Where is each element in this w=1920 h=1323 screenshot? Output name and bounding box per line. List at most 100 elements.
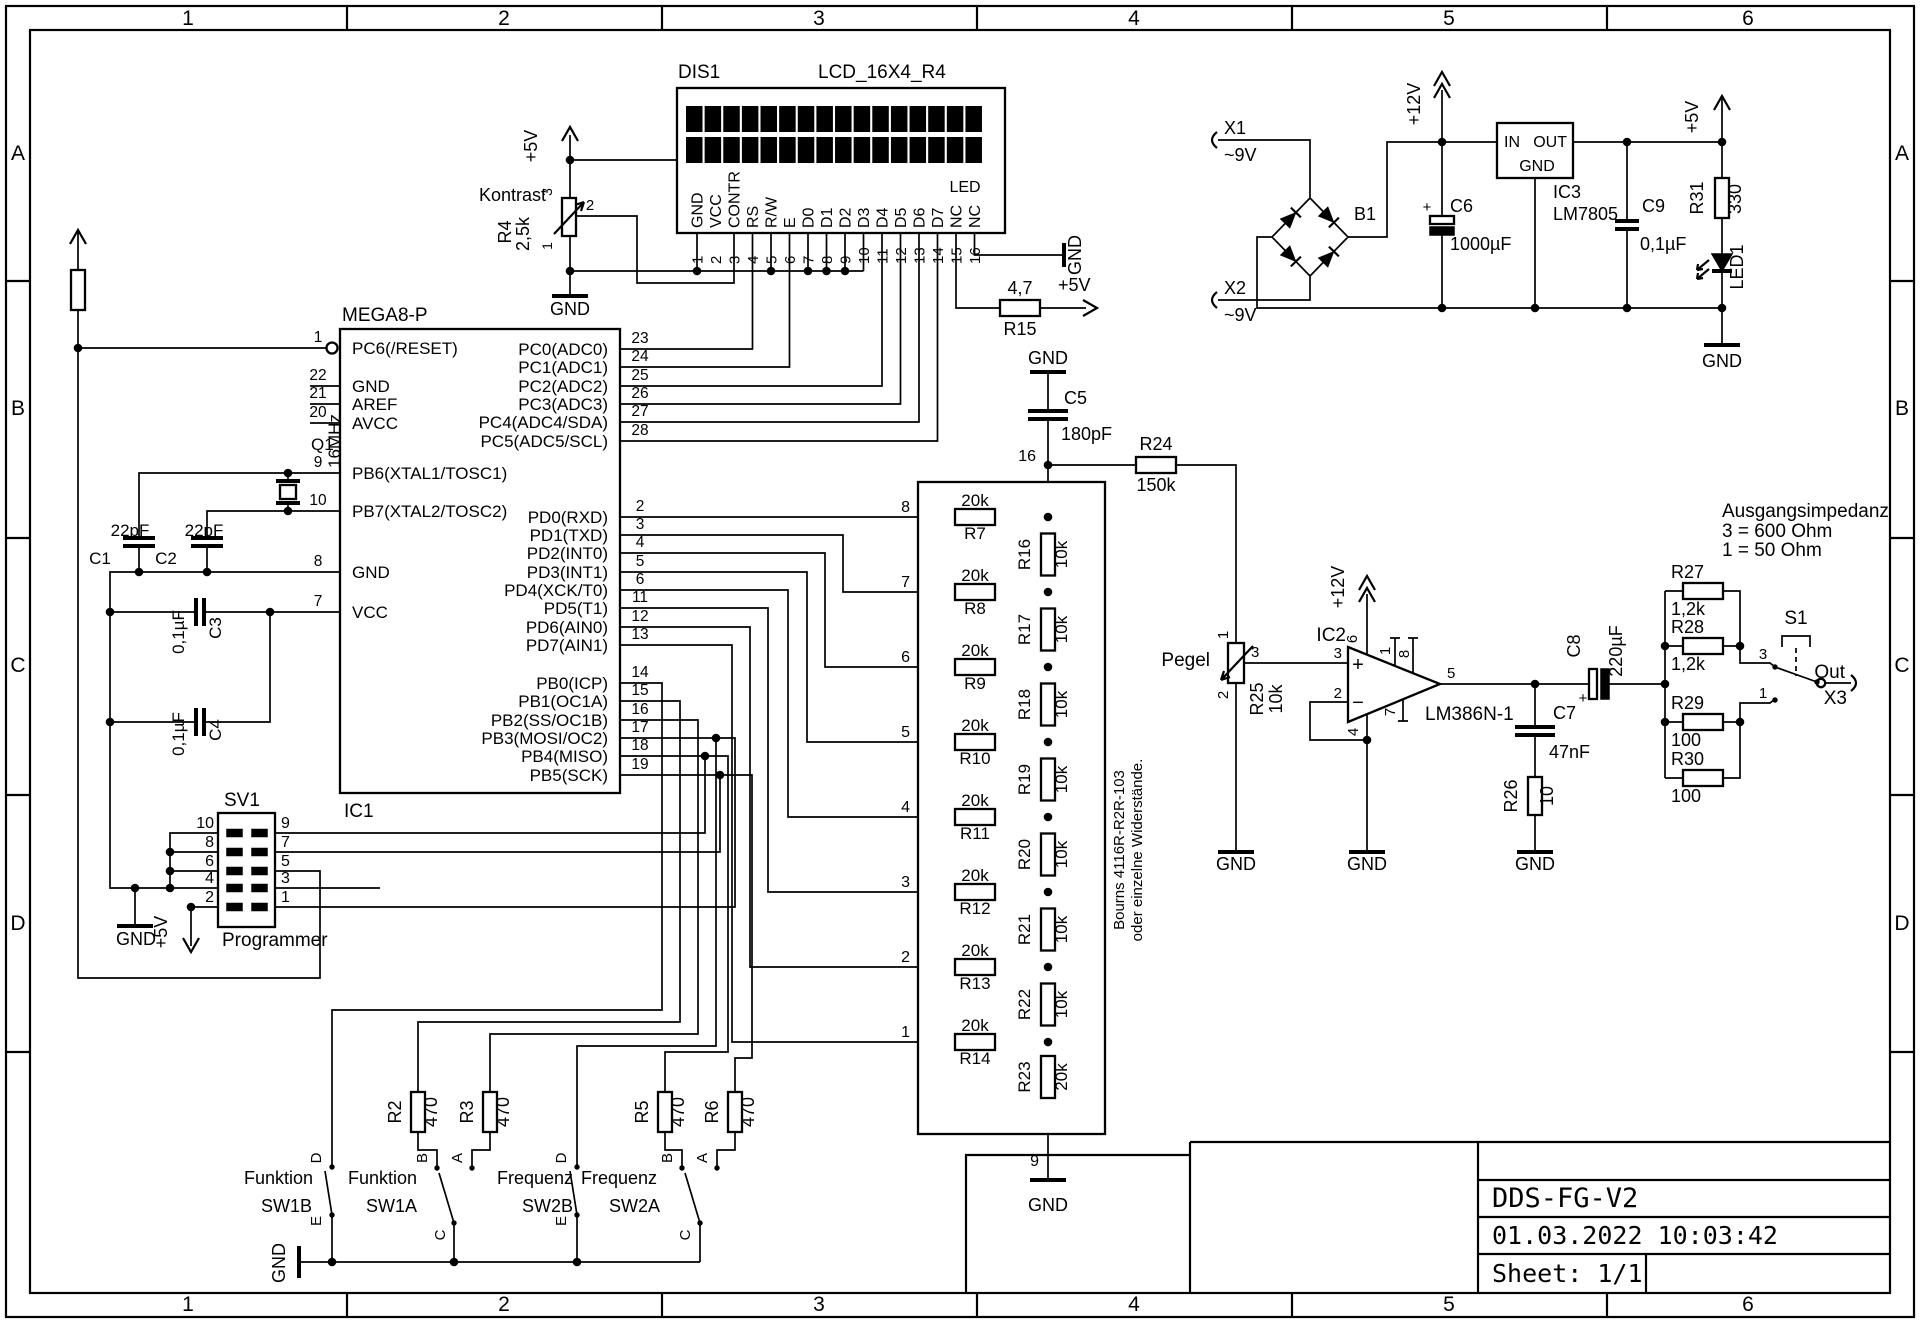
lcd-cell — [853, 106, 871, 132]
r20-body — [1039, 832, 1057, 877]
b1-bridge-diodes — [1279, 206, 1340, 268]
r18-value: 10k — [1052, 690, 1071, 718]
label-c8-plus: + — [1579, 690, 1588, 707]
ic1-pin-23-name: PC0(ADC0) — [518, 340, 608, 359]
r28-body — [1681, 636, 1725, 656]
lcd-cell — [928, 137, 945, 163]
r25-wiper-arrow — [1219, 645, 1254, 682]
label-ic2-pin3: 3 — [1334, 645, 1342, 662]
label-pegel-gnd: GND — [1216, 854, 1256, 874]
lcd-cell — [797, 106, 815, 132]
label-ic2-pin2: 2 — [1334, 685, 1342, 702]
r7: R7 — [964, 524, 986, 543]
junction-dot — [186, 902, 196, 912]
lcd-cell — [779, 106, 796, 132]
label-x3: X3 — [1824, 688, 1847, 709]
r2r-ladder-body — [916, 480, 1107, 1136]
label-ic2-part: LM386N-1 — [1425, 704, 1514, 725]
ic1-pin-7-number: 7 — [314, 593, 323, 610]
lcd-pin-1-number: 1 — [690, 256, 707, 264]
switch-contact-dot — [574, 1212, 580, 1218]
r9: R9 — [964, 674, 986, 693]
label-r4-pin1: 1 — [539, 242, 555, 250]
r16-body — [1039, 532, 1057, 577]
label-sw2a-c: C — [677, 1229, 694, 1240]
label-c4: C4 — [206, 719, 225, 741]
lcd-cell — [686, 106, 703, 132]
label-pegel: Pegel — [1161, 650, 1210, 671]
junction-dot — [1043, 812, 1053, 822]
lcd-cell — [686, 137, 703, 163]
label-s1: S1 — [1784, 608, 1807, 629]
switch-contact-dot — [434, 1165, 440, 1171]
label-c6-plus: + — [1423, 199, 1432, 216]
lcd-cell — [704, 137, 722, 163]
switch-contact-dot — [469, 1165, 475, 1171]
junction-dot — [283, 506, 293, 516]
ic1-pin-27-number: 27 — [631, 403, 648, 420]
r12-body — [953, 882, 997, 902]
r13: R13 — [959, 974, 990, 993]
label-r26: R26 — [1501, 779, 1521, 812]
lcd-cell — [835, 137, 852, 163]
junction-dot — [766, 266, 776, 276]
label-q1: Q1 — [311, 435, 334, 454]
lcd-pin-7-number: 7 — [801, 256, 818, 264]
junction-dot — [165, 883, 175, 893]
lcd-cell — [890, 137, 908, 163]
ic1-pin-2-name: PD0(RXD) — [528, 508, 608, 527]
r27-body — [1681, 581, 1725, 601]
ic1-pin-18-number: 18 — [631, 737, 648, 754]
lcd-pin-15-name: NC — [949, 205, 966, 228]
r2-body — [409, 1090, 427, 1134]
ic1-pin-7-name: VCC — [352, 603, 388, 622]
frame-col-top-1: 1 — [182, 7, 194, 30]
c6-plus-plate — [1428, 214, 1456, 226]
junction-dot — [1437, 137, 1447, 147]
label-c6-value: 1000µF — [1450, 234, 1511, 254]
lcd-pin-16-name: NC — [967, 205, 984, 228]
lcd-pin-8-number: 8 — [819, 256, 836, 264]
ic1-mega8-body — [338, 327, 622, 795]
frame-col-bottom-5: 5 — [1443, 1293, 1455, 1316]
plus5v-arrow-r1 — [69, 227, 87, 245]
ic1-pin-20-name: AVCC — [352, 414, 398, 433]
label-r28: R28 — [1671, 617, 1704, 637]
label-r4-pin3: 3 — [539, 188, 555, 196]
c8-minus-plate — [1600, 668, 1610, 700]
frame-row-right-A: A — [1895, 142, 1909, 165]
ic1-pin-25-number: 25 — [631, 367, 648, 384]
r17: R17 — [1015, 614, 1034, 645]
label-r5-value: 470 — [668, 1097, 688, 1127]
plus5v-arrow-7805 — [1713, 93, 1731, 111]
r22-body — [1039, 982, 1057, 1027]
ic1-pin-5-number: 5 — [636, 553, 645, 570]
plus5v-arrow-sv1 — [182, 937, 200, 955]
label-out-label: Out — [1814, 662, 1845, 683]
label-s1-pos1: 1 — [1759, 685, 1767, 702]
ic1-pin-11-name: PD5(T1) — [544, 599, 608, 618]
ladder-pin-3: 3 — [901, 874, 910, 891]
label-q1-value: 16MHz — [325, 414, 344, 468]
label-r27-value: 1,2k — [1671, 599, 1706, 619]
junction-dot — [327, 1257, 337, 1267]
lcd-cell — [928, 106, 945, 132]
r20: R20 — [1015, 839, 1034, 870]
r9-value: 20k — [961, 641, 989, 660]
label-ic2-pin5: 5 — [1447, 665, 1455, 682]
label-b1: B1 — [1354, 204, 1376, 224]
label-mcu-ref: IC1 — [344, 801, 374, 822]
label-r25-value: 10k — [1266, 683, 1286, 713]
r8-body — [953, 582, 997, 602]
label-kontrast: Kontrast — [479, 185, 546, 205]
junction-dot — [715, 770, 725, 780]
label-sw2b-d: D — [553, 1152, 570, 1163]
ic1-pin-18-name: PB4(MISO) — [521, 747, 608, 766]
label-c8: C8 — [1564, 634, 1584, 657]
lcd-pin-16-number: 16 — [967, 247, 984, 264]
junction-dot — [73, 343, 83, 353]
ic1-pin-24-name: PC1(ADC1) — [518, 358, 608, 377]
label-r29: R29 — [1671, 693, 1704, 713]
date-time: 01.03.2022 10:03:42 — [1492, 1221, 1778, 1250]
